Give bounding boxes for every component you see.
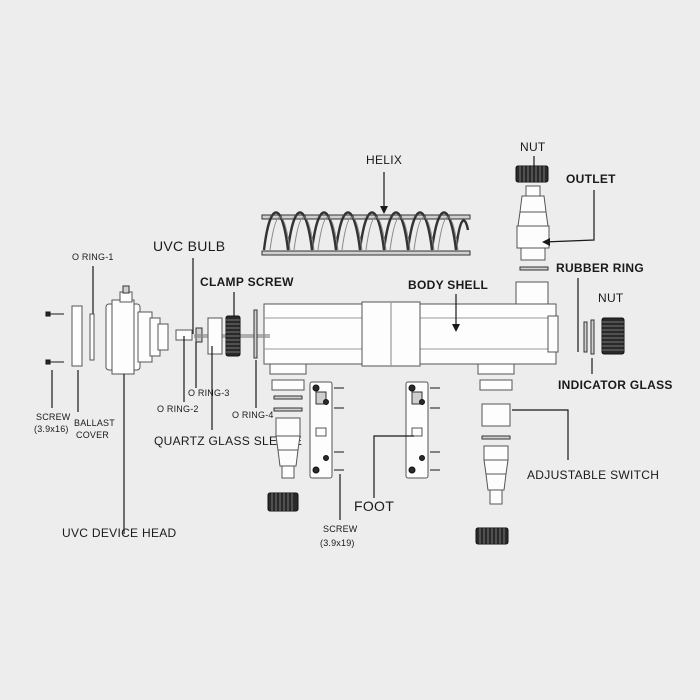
inlet-left	[271, 379, 305, 479]
indicator-glass	[583, 321, 588, 353]
label-outlet: OUTLET	[566, 172, 616, 186]
label-adjustable-switch: ADJUSTABLE SWITCH	[527, 468, 659, 482]
label-uvc-bulb: UVC BULB	[153, 238, 225, 254]
label-indicator-glass: INDICATOR GLASS	[558, 378, 673, 392]
label-o-ring-4: O RING-4	[232, 410, 274, 420]
label-o-ring-3: O RING-3	[188, 388, 230, 398]
label-helix: HELIX	[366, 153, 402, 167]
label-nut-right: NUT	[598, 291, 624, 305]
helix	[261, 211, 471, 256]
label-o-ring-1: O RING-1	[72, 252, 114, 262]
label-ballast-cover-1: BALLAST	[74, 418, 115, 428]
label-foot: FOOT	[354, 498, 394, 514]
screws-left	[45, 311, 64, 365]
rubber-ring	[519, 266, 549, 271]
quartz-glass-sleeve	[207, 317, 223, 355]
label-ballast-cover-2: COVER	[76, 430, 109, 440]
label-screw-bottom: SCREW	[323, 524, 358, 534]
label-nut-top: NUT	[520, 140, 546, 154]
uvc-device-head	[105, 285, 169, 375]
o-ring-4	[253, 309, 258, 359]
label-screw-left-size: (3.9x16)	[34, 424, 69, 434]
label-clamp-screw: CLAMP SCREW	[200, 275, 294, 289]
foot-1	[309, 381, 344, 479]
label-rubber-ring: RUBBER RING	[556, 261, 644, 275]
foot-2	[405, 381, 440, 479]
label-uvc-device-head: UVC DEVICE HEAD	[62, 526, 177, 540]
adjustable-switch	[479, 379, 513, 505]
outlet	[516, 185, 550, 261]
nut-right	[601, 317, 625, 355]
label-o-ring-2: O RING-2	[157, 404, 199, 414]
o-ring-1	[89, 313, 95, 361]
label-screw-left: SCREW	[36, 412, 71, 422]
ballast-cover	[71, 305, 83, 367]
label-body-shell: BODY SHELL	[408, 278, 488, 292]
label-quartz-glass-sleeve: QUARTZ GLASS SLEEVE	[154, 434, 302, 448]
body-shell	[263, 301, 559, 375]
label-screw-bottom-size: (3.9x19)	[320, 538, 355, 548]
